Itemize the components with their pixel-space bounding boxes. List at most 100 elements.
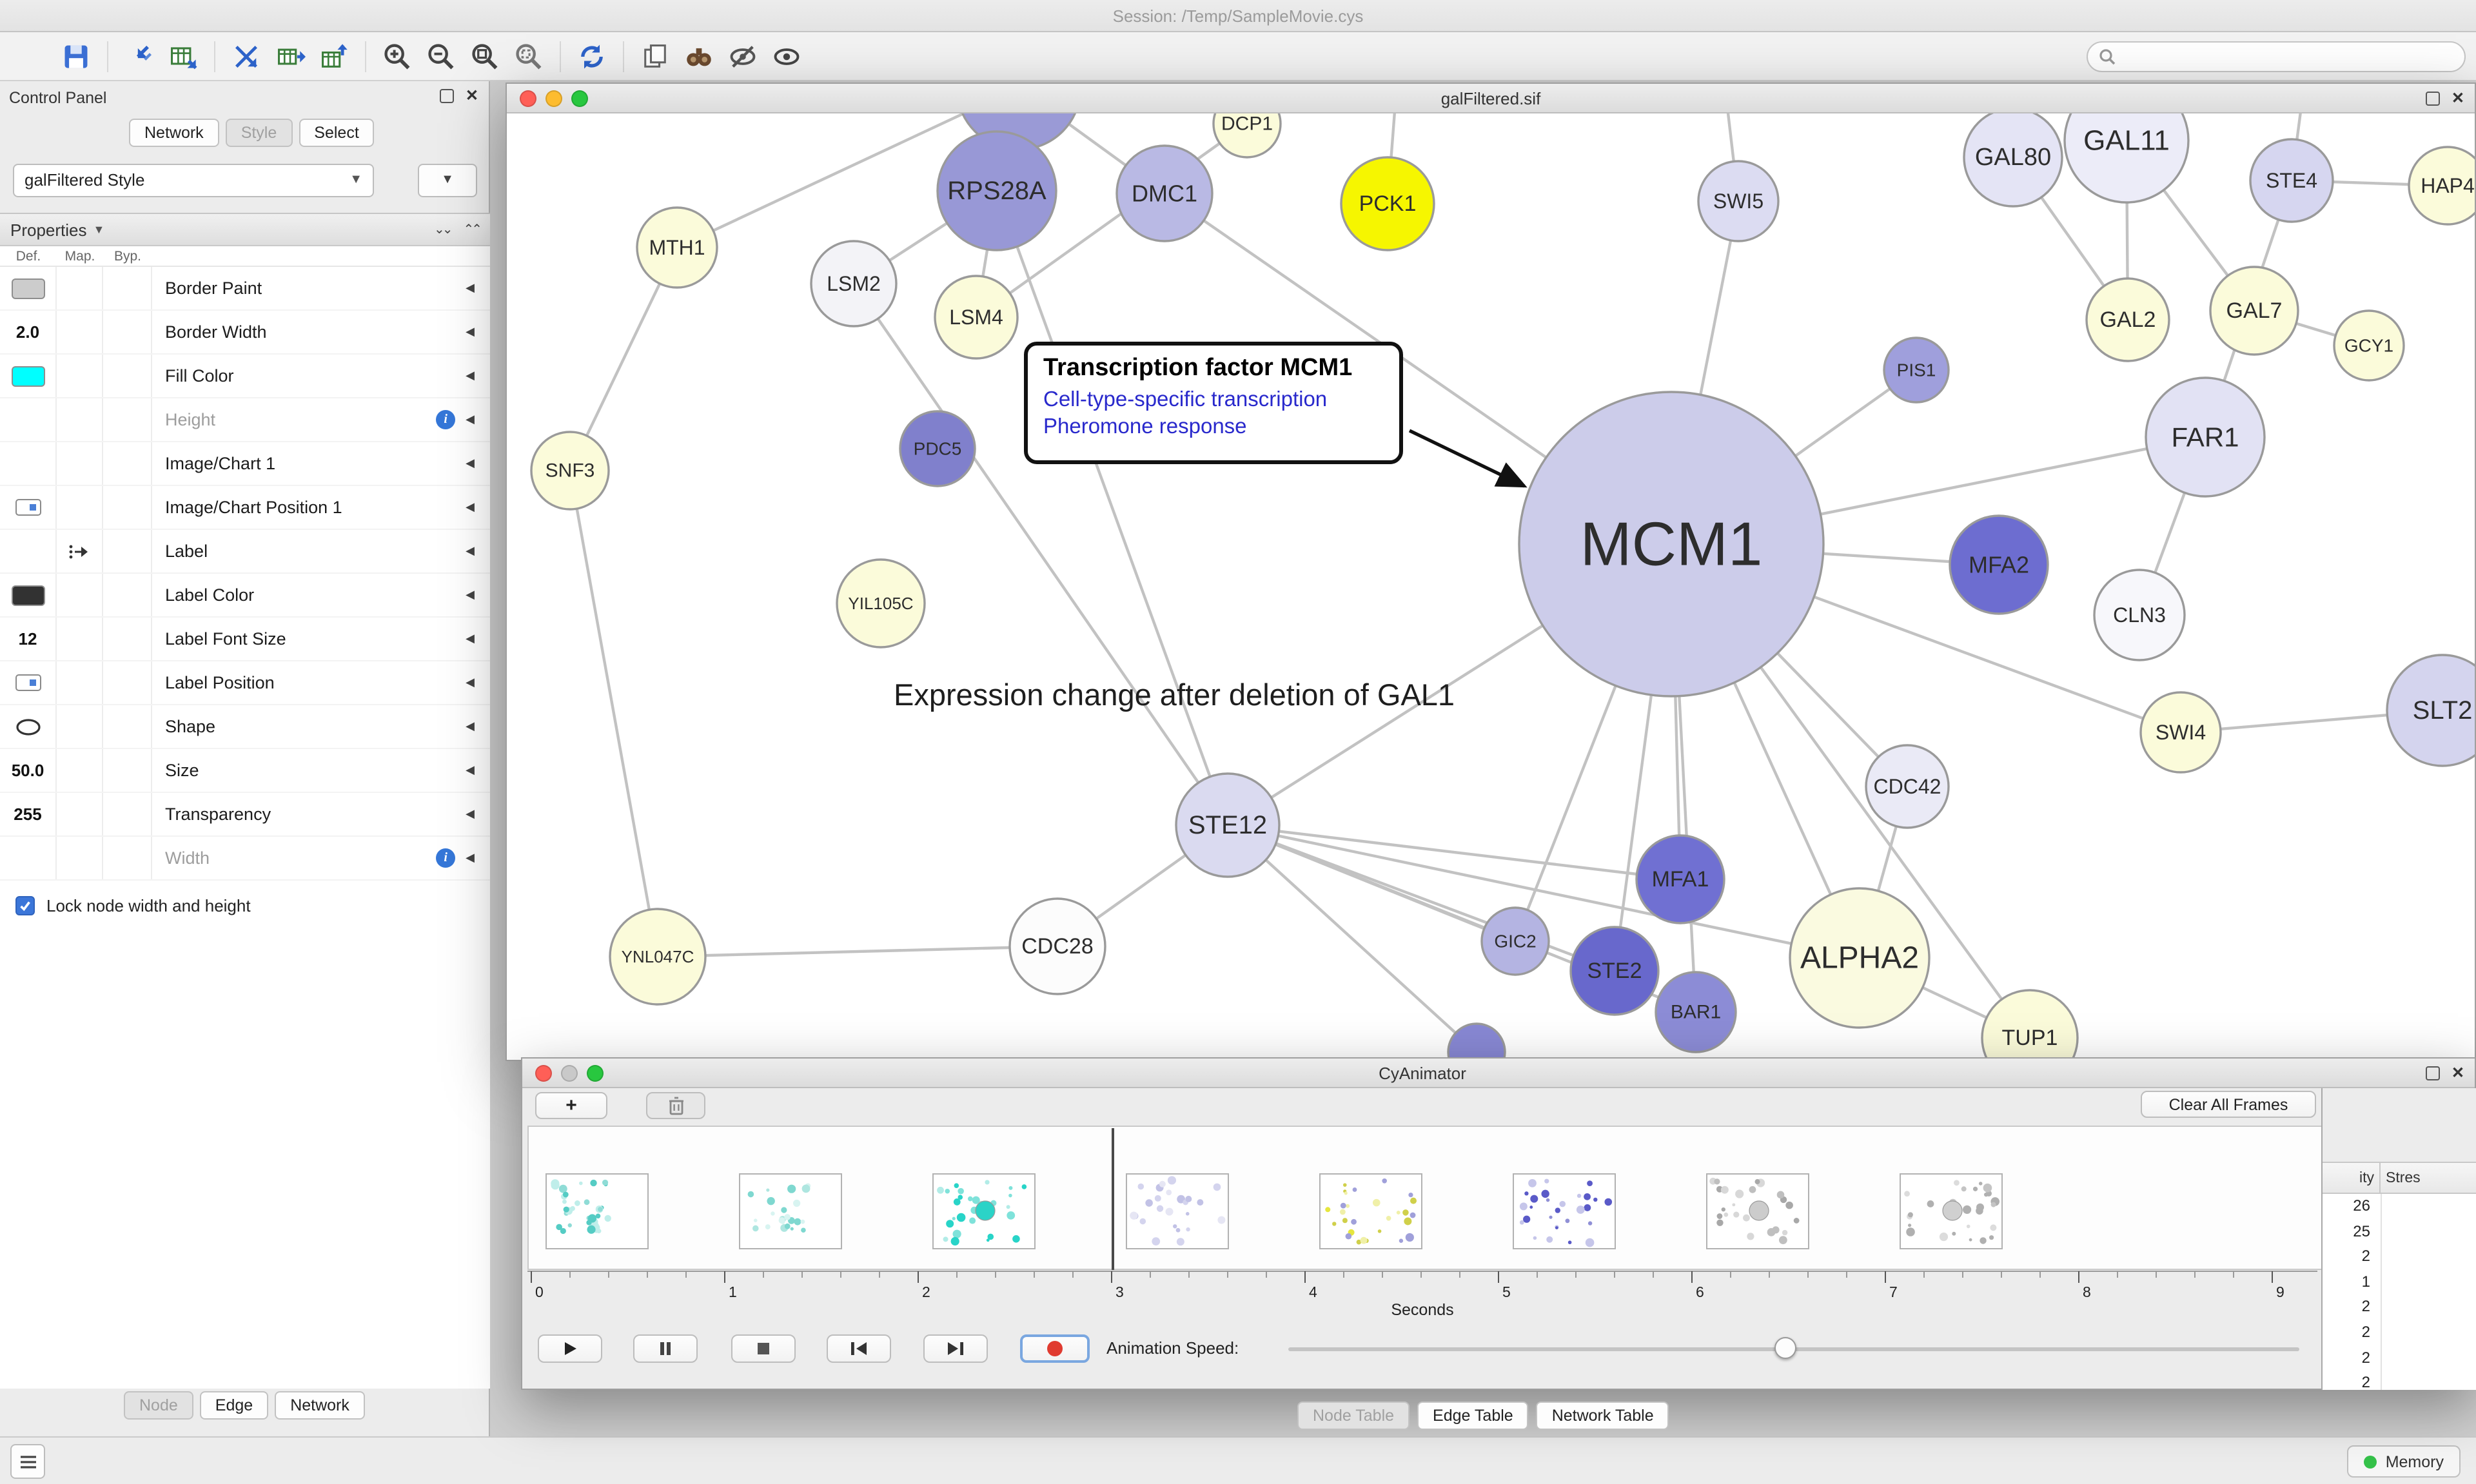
network-node-cdc28[interactable] — [1008, 897, 1106, 995]
property-row-image-chart-position-1[interactable]: Image/Chart Position 1◀ — [0, 486, 490, 530]
network-node-ste12[interactable] — [1175, 772, 1281, 878]
minimize-window-icon[interactable] — [561, 1065, 578, 1082]
expand-row-arrow-icon[interactable]: ◀ — [466, 500, 475, 513]
expand-row-arrow-icon[interactable]: ◀ — [466, 456, 475, 469]
network-node-swi5[interactable] — [1697, 160, 1780, 242]
frame-thumbnail-5[interactable] — [1513, 1173, 1616, 1249]
tab-select[interactable]: Select — [299, 119, 375, 147]
results-column-header[interactable]: ity — [2323, 1163, 2381, 1193]
network-node-pis1[interactable] — [1883, 337, 1950, 404]
network-node-dmc1[interactable] — [1115, 144, 1213, 242]
show-graphics-details-button[interactable] — [765, 37, 809, 75]
zoom-fit-button[interactable] — [463, 37, 507, 75]
property-row-label-position[interactable]: Label Position◀ — [0, 661, 490, 705]
copy-button[interactable] — [633, 37, 677, 75]
network-node-ste2[interactable] — [1569, 926, 1660, 1016]
property-row-image-chart-1[interactable]: Image/Chart 1◀ — [0, 442, 490, 486]
zoom-window-icon[interactable] — [587, 1065, 604, 1082]
results-row[interactable]: 2 — [2323, 1345, 2476, 1371]
frame-thumbnail-0[interactable] — [545, 1173, 649, 1249]
property-row-label-color[interactable]: Label Color◀ — [0, 574, 490, 618]
annotation-link[interactable]: Cell-type-specific transcription — [1043, 388, 1328, 411]
expand-row-arrow-icon[interactable]: ◀ — [466, 588, 475, 601]
zoom-out-button[interactable] — [419, 37, 463, 75]
frame-thumbnail-7[interactable] — [1900, 1173, 2003, 1249]
property-row-label[interactable]: Label◀ — [0, 530, 490, 574]
close-view-icon[interactable]: ✕ — [2451, 1064, 2464, 1082]
expand-row-arrow-icon[interactable]: ◀ — [466, 719, 475, 732]
results-row[interactable]: 1 — [2323, 1270, 2476, 1295]
expand-row-arrow-icon[interactable]: ◀ — [466, 325, 475, 338]
network-node-pck1[interactable] — [1340, 156, 1435, 251]
expand-row-arrow-icon[interactable]: ◀ — [466, 369, 475, 382]
search-input[interactable] — [2124, 47, 2454, 65]
network-node-gic2[interactable] — [1480, 906, 1550, 976]
property-row-shape[interactable]: Shape◀ — [0, 705, 490, 749]
frame-thumbnail-1[interactable] — [739, 1173, 842, 1249]
network-node-swi4[interactable] — [2139, 691, 2222, 774]
zoom-selected-button[interactable] — [507, 37, 551, 75]
add-frame-button[interactable]: + — [535, 1092, 607, 1119]
network-node-gal80[interactable] — [1963, 113, 2063, 208]
expand-row-arrow-icon[interactable]: ◀ — [466, 632, 475, 645]
hide-selected-button[interactable] — [721, 37, 765, 75]
import-table-file-button[interactable] — [161, 37, 205, 75]
property-row-border-paint[interactable]: Border Paint◀ — [0, 267, 490, 311]
collapse-all-icon[interactable]: ⌄⌄ — [433, 222, 453, 237]
network-node-tup1[interactable] — [1981, 989, 2079, 1060]
delete-frame-button[interactable] — [646, 1092, 705, 1119]
results-column-header[interactable]: Stres — [2381, 1163, 2476, 1193]
save-session-button[interactable] — [54, 37, 98, 75]
default-value-swatch[interactable] — [11, 366, 44, 386]
apply-layout-button[interactable] — [570, 37, 614, 75]
tab-network[interactable]: Network — [275, 1391, 365, 1420]
close-window-icon[interactable] — [520, 90, 536, 107]
network-node-pdc5[interactable] — [899, 410, 976, 487]
expand-row-arrow-icon[interactable]: ◀ — [466, 413, 475, 425]
record-button[interactable] — [1020, 1334, 1090, 1363]
current-style-dropdown[interactable]: galFiltered Style ▼ — [13, 164, 374, 197]
results-row[interactable]: 25 — [2323, 1219, 2476, 1244]
network-node-far1[interactable] — [2145, 376, 2266, 498]
float-panel-icon[interactable] — [439, 89, 454, 103]
network-node-gal2[interactable] — [2085, 277, 2170, 362]
tab-node[interactable]: Node — [124, 1391, 193, 1420]
default-value-swatch[interactable] — [11, 278, 44, 298]
network-node-gcy1[interactable] — [2333, 309, 2405, 382]
expand-row-arrow-icon[interactable]: ◀ — [466, 676, 475, 688]
network-node-lsm4[interactable] — [934, 275, 1019, 360]
network-node-mfa1[interactable] — [1635, 834, 1725, 924]
network-node-snf3[interactable] — [530, 431, 610, 511]
expand-row-arrow-icon[interactable]: ◀ — [466, 763, 475, 776]
search-field[interactable] — [2087, 41, 2466, 72]
close-window-icon[interactable] — [535, 1065, 552, 1082]
network-node-cdc42[interactable] — [1865, 744, 1950, 829]
tab-network-table[interactable]: Network Table — [1536, 1401, 1669, 1430]
network-node-slt2[interactable] — [2386, 654, 2475, 767]
annotation-box[interactable]: Transcription factor MCM1 Cell-type-spec… — [1024, 342, 1403, 464]
network-node-ynl047c[interactable] — [609, 908, 707, 1006]
frame-thumbnail-2[interactable] — [932, 1173, 1036, 1249]
network-canvas[interactable]: RPS28BDCP1RPS28ADMC1PCK1SWI5GAL80GAL11ST… — [507, 113, 2475, 1060]
close-panel-icon[interactable]: ✕ — [465, 86, 478, 104]
network-node-gal11[interactable] — [2063, 113, 2190, 204]
network-node-bar1[interactable] — [1655, 971, 1737, 1053]
tab-network[interactable]: Network — [129, 119, 219, 147]
cyanimator-titlebar[interactable]: CyAnimator ✕ — [522, 1059, 2475, 1088]
network-node-mfa2[interactable] — [1949, 514, 2049, 615]
network-node-mth1[interactable] — [636, 206, 718, 289]
animation-speed-slider-thumb[interactable] — [1774, 1337, 1796, 1359]
import-network-file-button[interactable] — [117, 37, 161, 75]
tab-edge[interactable]: Edge — [199, 1391, 269, 1420]
expand-row-arrow-icon[interactable]: ◀ — [466, 851, 475, 864]
network-node-dcp1[interactable] — [1212, 113, 1282, 159]
step-back-button[interactable] — [827, 1334, 891, 1363]
import-network-database-button[interactable] — [224, 37, 268, 75]
open-session-button[interactable] — [10, 37, 54, 75]
close-view-icon[interactable]: ✕ — [2451, 89, 2464, 107]
style-options-button[interactable]: ▼ — [418, 164, 477, 197]
